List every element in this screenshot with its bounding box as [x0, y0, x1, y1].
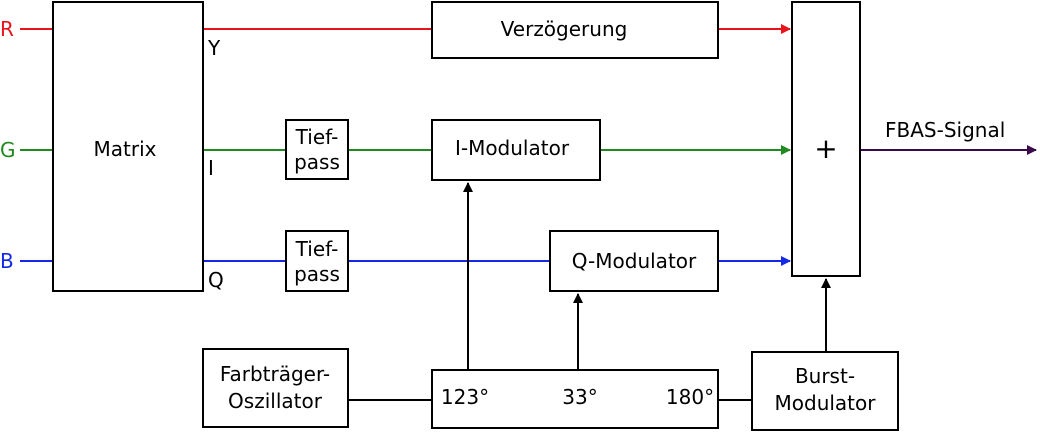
- matrix-output-q-label: Q: [208, 268, 224, 292]
- matrix-label: Matrix: [94, 137, 157, 161]
- lowpass-q-label-line1: Tief-: [295, 237, 339, 261]
- adder-symbol: +: [814, 132, 837, 165]
- input-r-label: R: [0, 17, 14, 41]
- q-modulator-block: [549, 230, 719, 292]
- matrix-output-i-label: I: [208, 156, 214, 180]
- carrier-oscillator-block: [202, 348, 349, 428]
- adder-block: [791, 1, 861, 277]
- i-modulator-block: [431, 119, 601, 181]
- lowpass-i-label-line2: pass: [294, 150, 340, 174]
- input-b-label: B: [0, 249, 14, 273]
- phase-33-label: 33°: [562, 385, 597, 409]
- phase-123-label: 123°: [441, 385, 489, 409]
- burst-modulator-label-line2: Modulator: [775, 391, 877, 415]
- matrix-block: [52, 1, 204, 292]
- lowpass-i-block: [285, 119, 349, 180]
- delay-label: Verzögerung: [501, 17, 628, 41]
- fbas-signal-label: FBAS-Signal: [885, 118, 1005, 142]
- i-modulator-label: I-Modulator: [455, 136, 570, 160]
- lowpass-q-block: [285, 230, 349, 292]
- phase-shifter-block: [431, 369, 719, 429]
- lowpass-i-label-line1: Tief-: [295, 125, 339, 149]
- phase-180-label: 180°: [666, 385, 714, 409]
- lowpass-q-label-line2: pass: [294, 262, 340, 286]
- burst-modulator-label-line1: Burst-: [795, 364, 855, 388]
- burst-modulator-block: [751, 351, 899, 431]
- carrier-oscillator-label-line1: Farbträger-: [220, 362, 330, 386]
- matrix-output-y-label: Y: [207, 36, 221, 60]
- input-g-label: G: [0, 138, 16, 162]
- delay-block: [431, 1, 719, 59]
- q-modulator-label: Q-Modulator: [572, 249, 697, 273]
- carrier-oscillator-label-line2: Oszillator: [228, 389, 323, 413]
